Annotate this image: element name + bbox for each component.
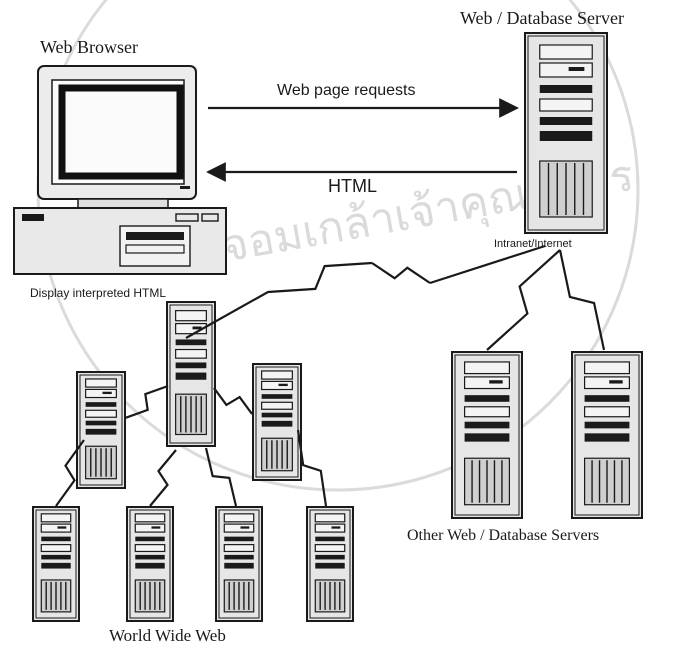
panel-strip (176, 339, 207, 345)
drive-bay (224, 514, 253, 522)
panel-strip (86, 429, 117, 435)
drive-bay (176, 350, 207, 359)
panel-strip (585, 422, 630, 429)
drive-slot (103, 392, 112, 394)
drive-bay (176, 311, 207, 321)
panel-strip (540, 117, 592, 125)
www-server-bottom-1 (33, 507, 79, 621)
drive-bay (262, 371, 293, 379)
panel-strip (262, 421, 293, 427)
link-www-left-center (125, 386, 168, 418)
web-page-requests-label: Web page requests (277, 82, 415, 100)
drive-slot (331, 526, 340, 528)
panel-strip (135, 537, 164, 542)
drive-bay (41, 545, 70, 552)
drive-bay (41, 514, 70, 522)
www-server-center (167, 302, 215, 446)
panel-strip (224, 555, 253, 560)
other-server-right (572, 352, 642, 518)
monitor-screen (52, 80, 184, 184)
link-www-center-bottom3 (206, 448, 236, 506)
panel-strip (315, 555, 344, 560)
html-label: HTML (328, 176, 377, 197)
panel-strip (86, 402, 117, 407)
link-intranet-to-other-left (487, 250, 560, 350)
drive-bay (224, 545, 253, 552)
drive-bay (135, 514, 164, 522)
panel-strip (224, 563, 253, 569)
main-web-database-server (525, 33, 607, 233)
drive-bay (135, 545, 164, 552)
drive-bay (465, 407, 510, 417)
drive-bay (540, 45, 592, 59)
drive-bay (86, 379, 117, 387)
www-server-bottom-3 (216, 507, 262, 621)
drive-slot (240, 526, 249, 528)
panel-strip (465, 433, 510, 441)
link-www-to-internet-mid (372, 263, 430, 283)
drive-slot (489, 380, 502, 383)
drive-slot (279, 384, 288, 386)
panel-strip (224, 537, 253, 542)
panel-strip (176, 373, 207, 380)
link-www-center-bottom2 (150, 450, 176, 506)
www-server-bottom-2 (127, 507, 173, 621)
power-led (180, 186, 190, 189)
panel-strip (41, 537, 70, 542)
panel-strip (585, 433, 630, 441)
drive-slot (151, 526, 160, 528)
web-browser-label: Web Browser (40, 37, 138, 58)
world-wide-web-label: World Wide Web (109, 626, 226, 646)
link-intranet-to-other-right (560, 250, 604, 350)
web-database-server-label: Web / Database Server (460, 8, 624, 29)
www-server-bottom-4 (307, 507, 353, 621)
link-www-center-right (214, 388, 252, 414)
drive-slot (569, 67, 585, 71)
other-servers-label: Other Web / Database Servers (407, 527, 599, 545)
drive-bay (315, 514, 344, 522)
drive-bay (262, 402, 293, 409)
link-to-main-server (430, 246, 545, 283)
drive-bay (126, 232, 184, 240)
panel-strip (465, 395, 510, 402)
link-www-right-bottom4 (298, 430, 326, 506)
www-server-right (253, 364, 301, 480)
panel-strip (315, 563, 344, 569)
www-server-left (77, 372, 125, 488)
drive-bay (585, 407, 630, 417)
intranet-internet-label: Intranet/Internet (494, 238, 572, 250)
panel-strip (465, 422, 510, 429)
drive-bay (86, 410, 117, 417)
display-interpreted-html-label: Display interpreted HTML (30, 286, 166, 300)
panel-strip (262, 413, 293, 418)
panel-strip (41, 563, 70, 569)
monitor-stand (78, 199, 168, 208)
panel-strip (135, 563, 164, 569)
panel-strip (176, 362, 207, 368)
drive-slot (57, 526, 66, 528)
web-browser-computer (14, 66, 226, 274)
drive-bay (585, 362, 630, 374)
drive-bay (315, 545, 344, 552)
panel-strip (135, 555, 164, 560)
desktop-badge (22, 214, 44, 221)
panel-strip (585, 395, 630, 402)
panel-strip (540, 131, 592, 141)
panel-strip (41, 555, 70, 560)
drive-bay (465, 362, 510, 374)
panel-strip (315, 537, 344, 542)
panel-strip (540, 85, 592, 93)
drive-bay (315, 524, 344, 532)
panel-strip (262, 394, 293, 399)
other-server-left (452, 352, 522, 518)
panel-strip (86, 421, 117, 426)
drive-slot (609, 380, 622, 383)
drive-bay (540, 99, 592, 111)
